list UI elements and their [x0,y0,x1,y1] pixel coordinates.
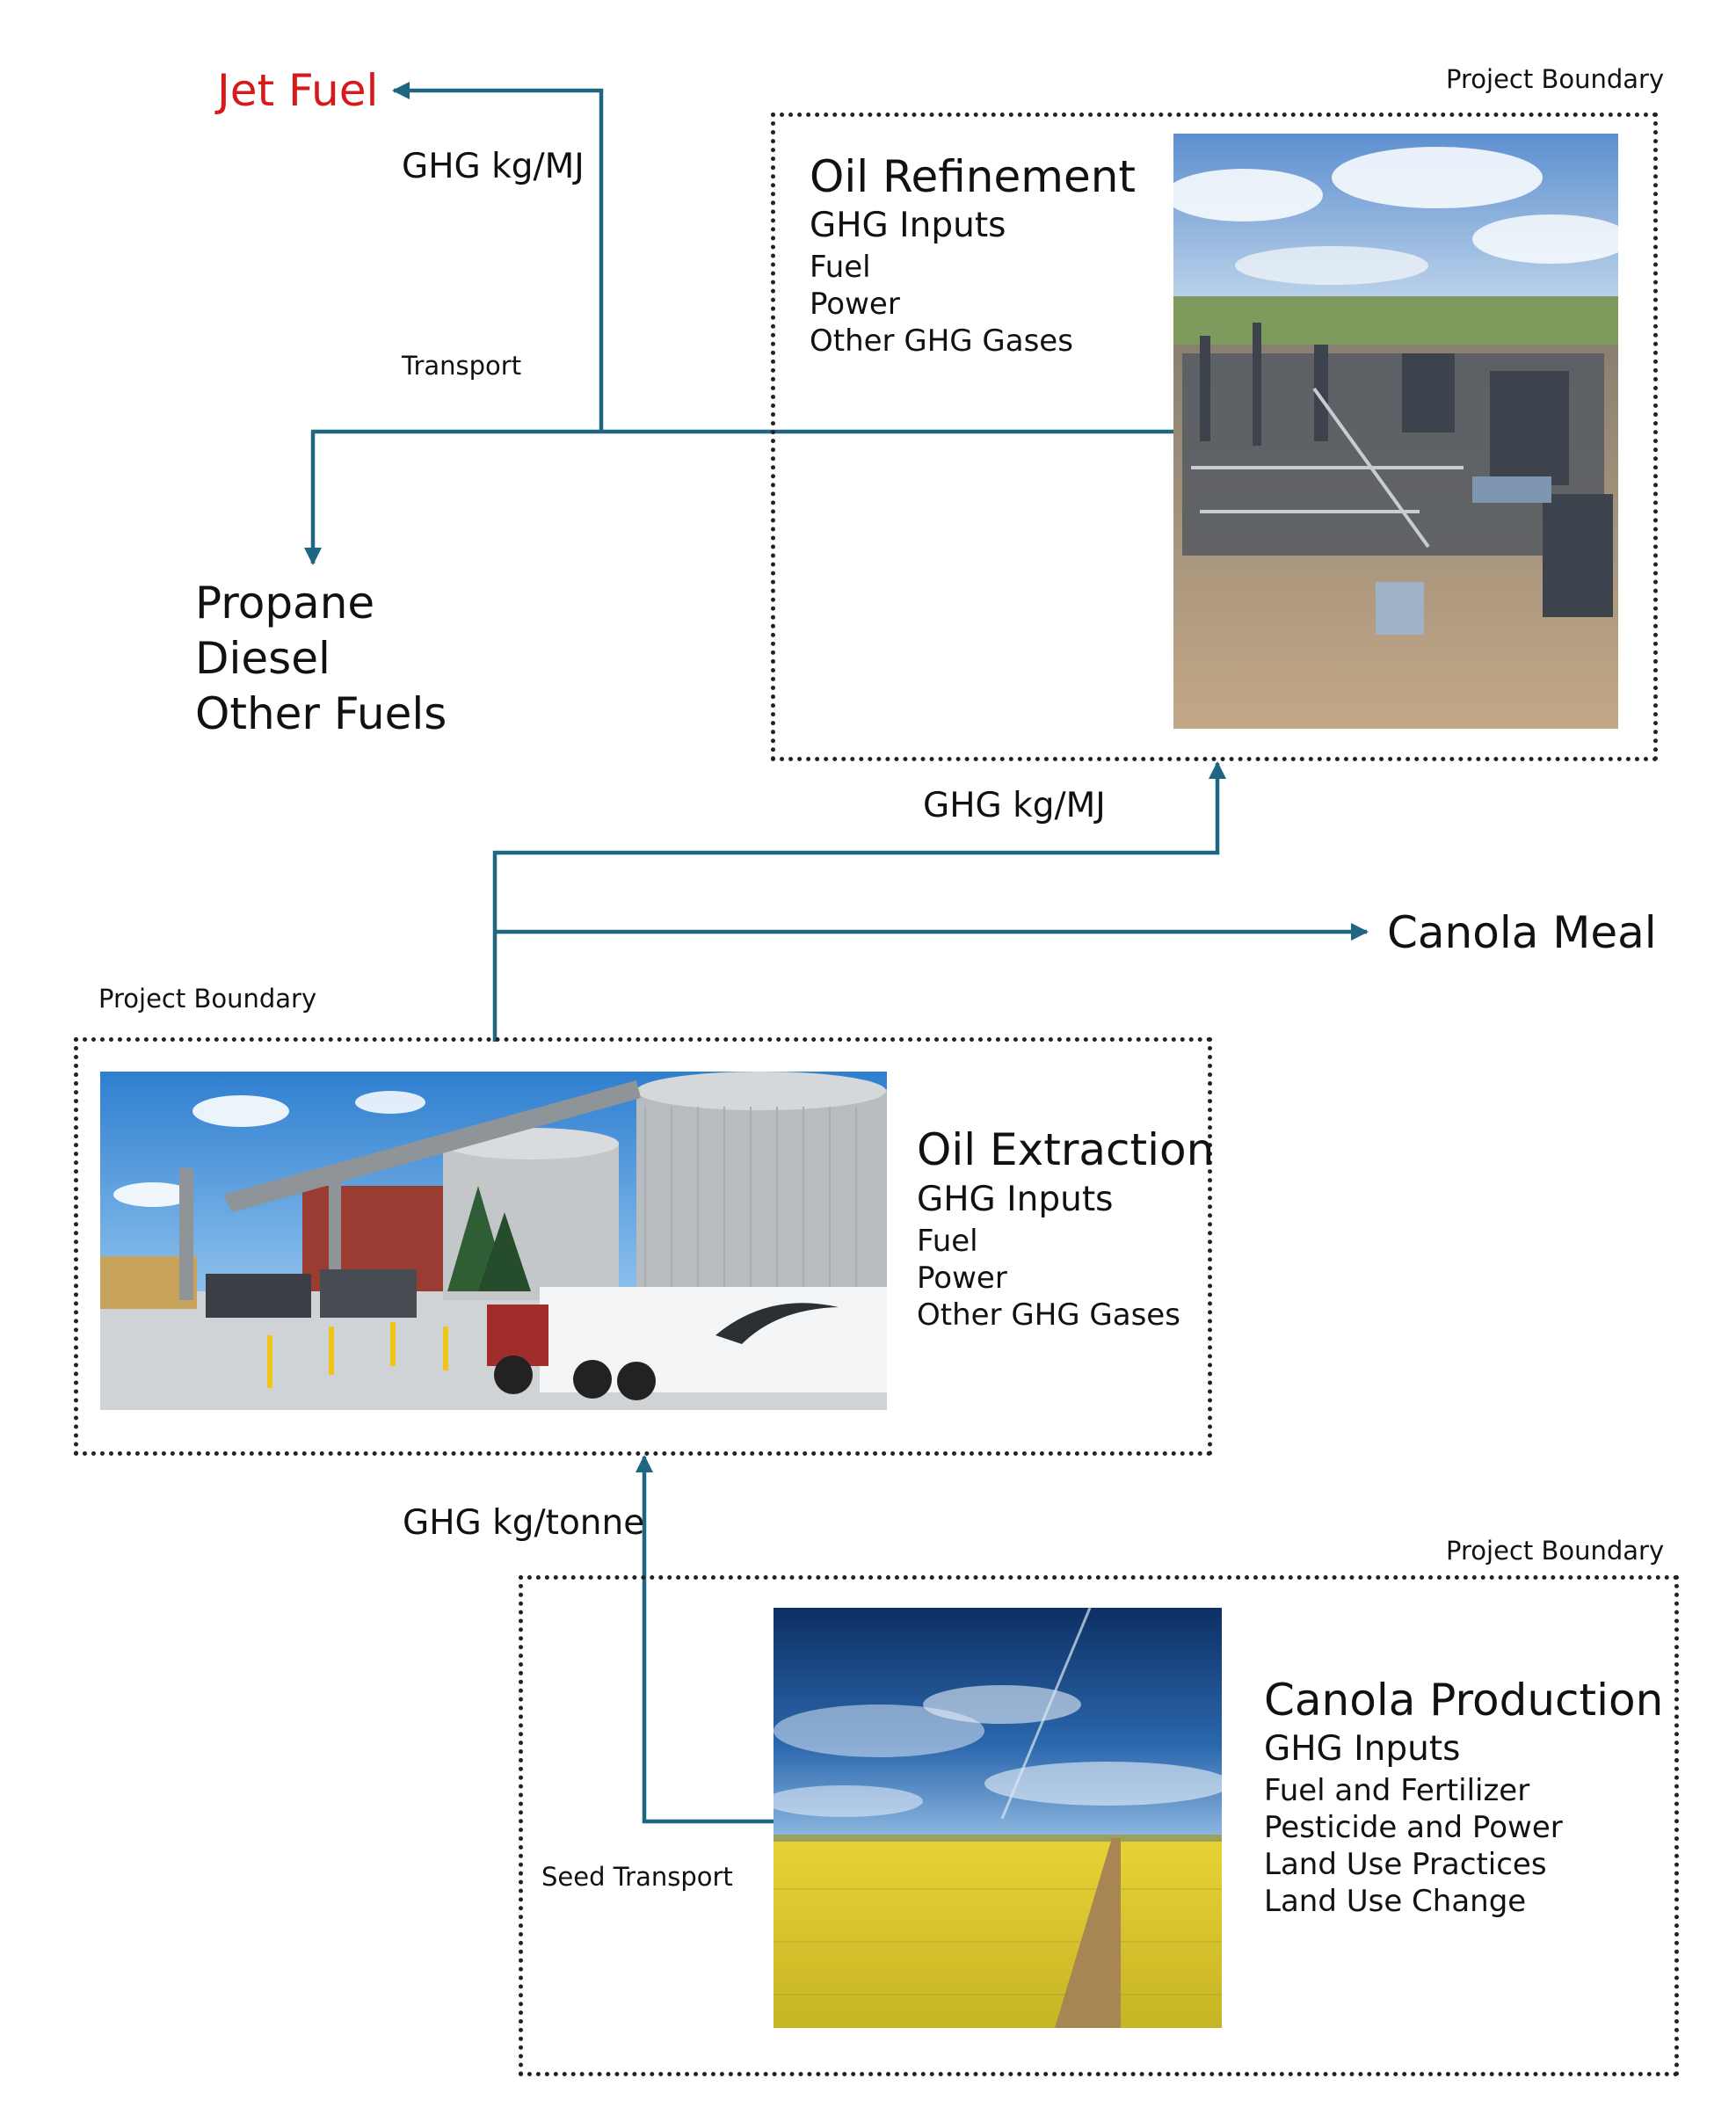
extraction-boundary [74,1037,1212,1456]
canola-meal-label: Canola Meal [1387,907,1657,958]
extraction-title: Oil Extraction [917,1124,1215,1175]
jet-fuel-label: Jet Fuel [217,65,379,116]
production-item-fuel-fertilizer: Fuel and Fertilizer [1264,1773,1530,1808]
extraction-item-other-gases: Other GHG Gases [917,1297,1180,1333]
production-item-land-use-change: Land Use Change [1264,1884,1527,1919]
refinement-item-power: Power [810,287,900,322]
other-fuels-label: Other Fuels [195,688,447,739]
refinement-item-fuel: Fuel [810,250,871,285]
production-ghg-label: GHG kg/tonne [403,1503,645,1543]
extraction-subtitle: GHG Inputs [917,1180,1114,1219]
refinement-boundary-label: Project Boundary [1446,64,1665,94]
extraction-item-fuel: Fuel [917,1224,978,1259]
refinery-ghg-label: GHG kg/MJ [402,147,585,186]
refinement-boundary [771,113,1658,761]
refinement-item-other-gases: Other GHG Gases [810,323,1073,359]
production-subtitle: GHG Inputs [1264,1729,1461,1769]
production-boundary-label: Project Boundary [1446,1536,1665,1566]
transport-label: Transport [402,351,522,381]
production-item-pesticide-power: Pesticide and Power [1264,1810,1563,1845]
extraction-ghg-label: GHG kg/MJ [923,786,1106,825]
production-boundary [519,1575,1679,2076]
production-title: Canola Production [1264,1675,1664,1726]
extraction-facility-photo [100,1072,887,1410]
seed-transport-label: Seed Transport [541,1862,733,1892]
refinement-title: Oil Refinement [810,151,1136,202]
refinement-subtitle: GHG Inputs [810,206,1006,245]
jet-fuel-arrow [391,81,604,432]
extraction-to-refinery-arrow [492,760,1227,1042]
diesel-label: Diesel [195,633,330,684]
refinery-photo [1173,134,1618,729]
production-item-land-use-practices: Land Use Practices [1264,1847,1547,1882]
extraction-item-power: Power [917,1261,1007,1296]
extraction-boundary-label: Project Boundary [98,984,317,1014]
canola-field-photo [774,1608,1222,2028]
propane-label: Propane [195,578,375,629]
